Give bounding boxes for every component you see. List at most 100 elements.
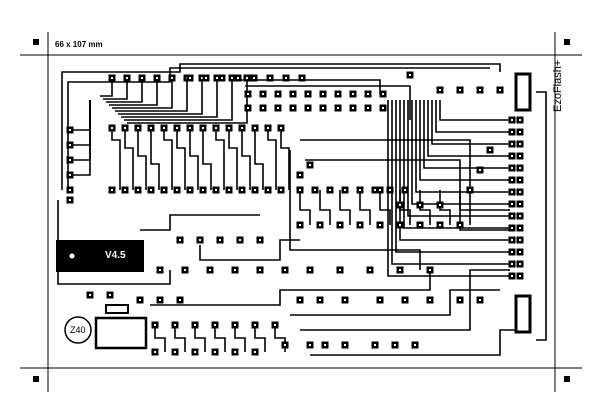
trace [202,128,212,190]
trace [423,100,512,169]
trace [427,100,512,157]
trace [163,128,173,190]
pad-hole [285,77,287,79]
trace [290,289,500,316]
pad-hole [394,344,396,346]
pad-hole [519,179,521,181]
pad-hole [511,119,513,121]
pad-hole [511,131,513,133]
trace [124,128,134,190]
pad-hole [337,93,339,95]
corner-mark-top-left [33,39,39,45]
trace [109,78,158,106]
trace [70,100,91,146]
pad-hole [214,351,216,353]
pad-hole [154,324,156,326]
pad-hole [519,155,521,157]
pad-hole [69,129,71,131]
pad-hole [237,77,239,79]
pad-hole [309,269,311,271]
registration-marks [33,39,570,382]
pad-hole [124,127,126,129]
pad-hole [439,89,441,91]
pad-hole [359,224,361,226]
trace [267,128,277,190]
pad-hole [329,189,331,191]
pad-hole [174,351,176,353]
pad-hole [429,299,431,301]
pad-hole [202,189,204,191]
pad-hole [374,189,376,191]
pad-hole [519,215,521,217]
trace [115,78,188,112]
pad-hole [459,299,461,301]
pad-hole [511,167,513,169]
trace [241,128,251,190]
trace [300,269,510,331]
pad-hole [404,299,406,301]
pad-hole [352,93,354,95]
pad-hole [382,107,384,109]
trace [150,128,160,190]
pad-hole [459,89,461,91]
pad-hole [519,143,521,145]
pad-hole [174,324,176,326]
copper-block [56,240,144,272]
pad-hole [234,324,236,326]
pad-hole [111,77,113,79]
corner-mark-top-right [564,39,570,45]
trace [214,325,226,352]
trace [419,190,431,225]
pad-hole [367,107,369,109]
pad-hole [189,77,191,79]
trace [124,78,233,121]
pad-hole [344,189,346,191]
pad-hole [337,107,339,109]
pad-hole [189,189,191,191]
board-title: EzoFlash+ [552,59,564,112]
pad-hole [247,93,249,95]
pad-hole [253,77,255,79]
trace [254,128,264,190]
pad-hole [319,224,321,226]
pad-hole [69,174,71,176]
pad-hole [202,127,204,129]
trace [121,78,218,118]
pad-hole [309,164,311,166]
pad-hole [163,127,165,129]
corner-mark-bottom-left [33,376,39,382]
pad-hole [124,189,126,191]
pad-hole [254,127,256,129]
trace [176,128,186,190]
trace [100,78,113,97]
trace [339,190,351,225]
pad-hole [519,227,521,229]
trace [67,67,490,190]
trace [407,100,512,217]
pad-hole [228,127,230,129]
pad-hole [469,189,471,191]
pad-hole [254,324,256,326]
pad-hole [519,131,521,133]
pad-hole [267,189,269,191]
pad-hole [189,127,191,129]
pad-hole [489,149,491,151]
trace [395,100,512,253]
pad-hole [322,107,324,109]
pad-hole [111,127,113,129]
trace [289,150,421,270]
trace [415,100,512,193]
pad-hole [389,189,391,191]
pad-hole [367,93,369,95]
solder-pads [66,71,524,356]
corner-mark-bottom-right [564,376,570,382]
pad-hole [176,189,178,191]
pad-hole [499,89,501,91]
trace [228,128,238,190]
pad-hole [319,299,321,301]
pad-hole [179,239,181,241]
trace [215,128,225,190]
pad-hole [511,239,513,241]
pad-hole [231,77,233,79]
